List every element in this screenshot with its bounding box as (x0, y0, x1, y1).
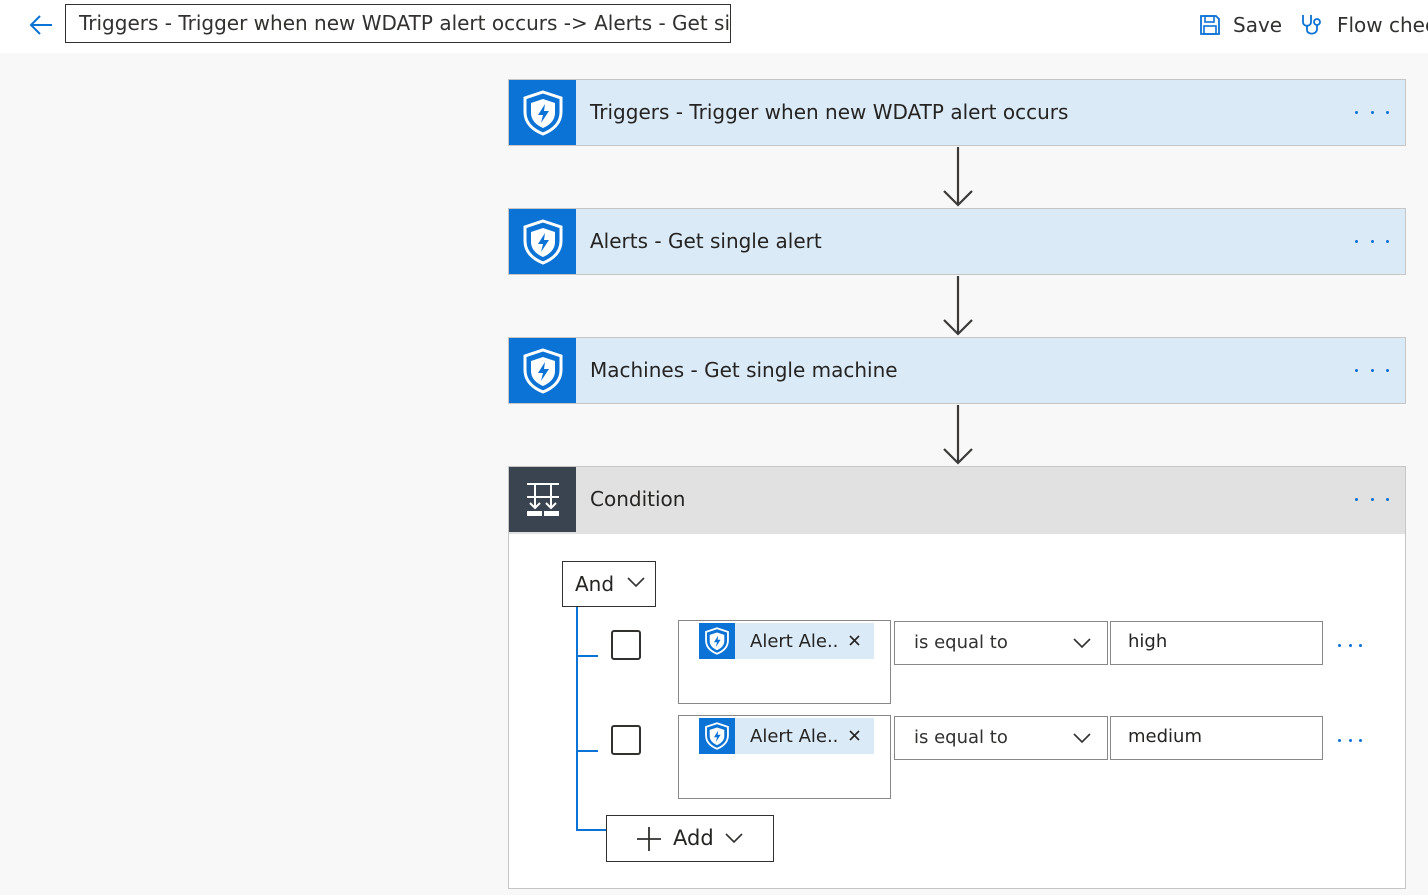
value-input[interactable]: medium (1110, 716, 1323, 760)
step-card-get-machine[interactable]: Machines - Get single machine (508, 337, 1406, 404)
tree-line (576, 750, 598, 752)
chevron-down-icon (1073, 638, 1091, 649)
shield-lightning-icon (509, 338, 576, 403)
close-icon[interactable] (849, 730, 860, 741)
operator-label: is equal to (914, 632, 1008, 653)
back-button[interactable] (24, 8, 58, 42)
step-title: Machines - Get single machine (590, 358, 898, 382)
step-title: Triggers - Trigger when new WDATP alert … (590, 100, 1069, 124)
more-options-icon[interactable] (1355, 489, 1389, 509)
more-options-icon[interactable] (1355, 231, 1389, 251)
group-operator-dropdown[interactable]: And (562, 561, 656, 607)
operator-dropdown[interactable]: is equal to (894, 621, 1108, 665)
save-icon (1200, 15, 1220, 35)
condition-card: Condition And Alert Ale... (508, 466, 1406, 889)
value-input[interactable]: high (1110, 621, 1323, 665)
chevron-down-icon (627, 577, 645, 588)
plus-icon (637, 827, 661, 851)
chevron-down-icon (725, 833, 743, 844)
token-label: Alert Ale... (750, 630, 840, 652)
shield-lightning-icon (509, 80, 576, 145)
connector-arrow-icon (943, 405, 973, 465)
more-options-icon[interactable] (1338, 732, 1362, 748)
group-operator-label: And (575, 572, 615, 596)
condition-title: Condition (590, 487, 686, 511)
condition-header[interactable]: Condition (509, 467, 1405, 534)
row-checkbox[interactable] (611, 725, 641, 755)
close-icon[interactable] (849, 635, 860, 646)
dynamic-content-token[interactable]: Alert Ale... (699, 718, 874, 754)
flow-checker-button[interactable]: Flow chec (1299, 8, 1428, 42)
stethoscope-icon (1302, 15, 1321, 35)
tree-line (576, 655, 598, 657)
more-options-icon[interactable] (1355, 360, 1389, 380)
operator-label: is equal to (914, 727, 1008, 748)
left-operand-field[interactable]: Alert Ale... (678, 620, 891, 704)
connector-arrow-icon (943, 147, 973, 207)
step-card-trigger[interactable]: Triggers - Trigger when new WDATP alert … (508, 79, 1406, 146)
left-operand-field[interactable]: Alert Ale... (678, 715, 891, 799)
operator-dropdown[interactable]: is equal to (894, 716, 1108, 760)
chevron-down-icon (1073, 733, 1091, 744)
condition-icon (509, 467, 576, 532)
shield-lightning-icon (509, 209, 576, 274)
top-bar: Triggers - Trigger when new WDATP alert … (0, 0, 1428, 53)
token-label: Alert Ale... (750, 725, 840, 747)
add-condition-button[interactable]: Add (606, 815, 774, 862)
tree-line (576, 607, 578, 831)
connector-arrow-icon (943, 276, 973, 336)
more-options-icon[interactable] (1355, 102, 1389, 122)
flow-checker-label: Flow chec (1337, 13, 1428, 37)
save-button[interactable]: Save (1199, 8, 1282, 42)
save-label: Save (1233, 13, 1283, 37)
shield-lightning-icon (699, 623, 735, 659)
arrow-left-icon (29, 15, 52, 35)
add-label: Add (673, 826, 714, 850)
more-options-icon[interactable] (1338, 637, 1362, 653)
step-title: Alerts - Get single alert (590, 229, 822, 253)
shield-lightning-icon (699, 718, 735, 754)
dynamic-content-token[interactable]: Alert Ale... (699, 623, 874, 659)
step-card-get-alert[interactable]: Alerts - Get single alert (508, 208, 1406, 275)
row-checkbox[interactable] (611, 630, 641, 660)
tree-line (576, 829, 606, 831)
flow-breadcrumb[interactable]: Triggers - Trigger when new WDATP alert … (65, 4, 731, 43)
